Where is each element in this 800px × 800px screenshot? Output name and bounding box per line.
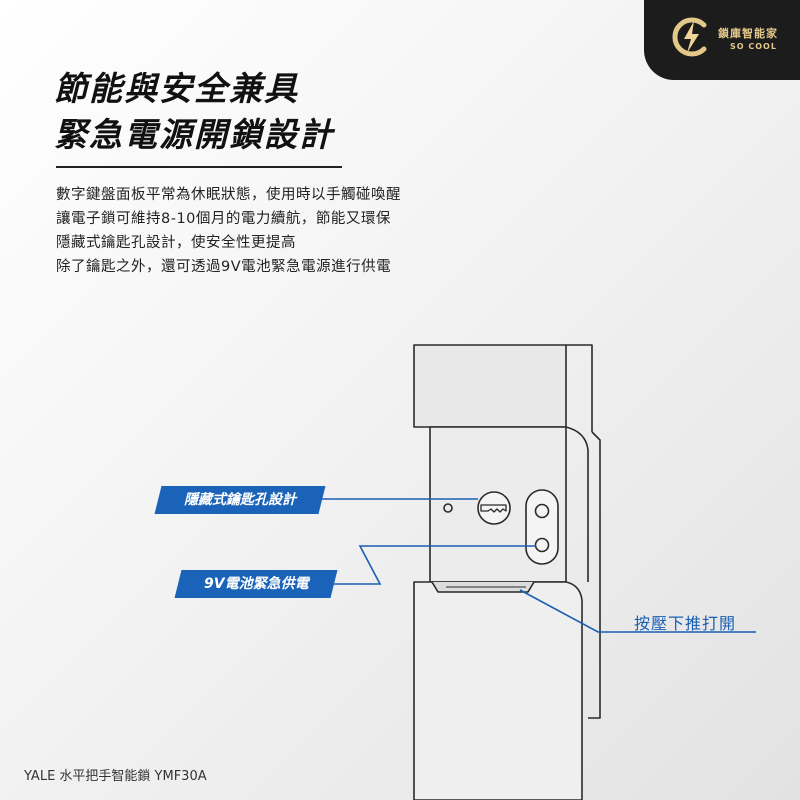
lock-upper-side [566, 344, 593, 432]
title-line-1: 節能與安全兼具 [54, 69, 299, 108]
brand-name: 鎖庫智能家 [718, 27, 778, 40]
description-line: 讓電子鎖可維持8-10個月的電力續航，節能又環保 [56, 211, 391, 227]
brand-tagline: SO COOL [730, 42, 777, 51]
lightning-c-logo-icon [672, 17, 707, 57]
description-line: 隱藏式鑰匙孔設計，使安全性更提高 [56, 235, 296, 251]
page-title: 節能與安全兼具 緊急電源開鎖設計 [54, 66, 334, 158]
description-line: 除了鑰匙之外，還可透過9V電池緊急電源進行供電 [56, 259, 392, 275]
battery-contact-top [534, 503, 550, 519]
battery-callout: 9V電池緊急供電 [174, 570, 338, 598]
product-name: YALE 水平把手智能鎖 YMF30A [24, 769, 207, 784]
battery-contact-bottom [534, 537, 550, 553]
title-underline [56, 166, 342, 168]
battery-leader-line [330, 545, 536, 585]
screw-hole [443, 503, 453, 513]
lock-lower-body [413, 581, 583, 800]
key-symbol-icon [480, 504, 507, 513]
hidden-keyhole [477, 491, 511, 525]
lock-outer-edge [588, 431, 601, 719]
title-line-2: 緊急電源開鎖設計 [54, 115, 334, 154]
lock-upper-housing [413, 344, 567, 428]
description-line: 數字鍵盤面板平常為休眠狀態，使用時以手觸碰喚醒 [56, 187, 401, 203]
brand-badge: 鎖庫智能家 SO COOL [644, 0, 800, 80]
press-leader-line [519, 589, 756, 633]
press-callout: 按壓下推打開 [634, 614, 737, 633]
description: 數字鍵盤面板平常為休眠狀態，使用時以手觸碰喚醒 讓電子鎖可維持8-10個月的電力… [56, 183, 401, 279]
battery-contacts [525, 489, 559, 565]
lock-panel-side [565, 426, 589, 582]
keyhole-callout: 隱藏式鑰匙孔設計 [154, 486, 326, 514]
